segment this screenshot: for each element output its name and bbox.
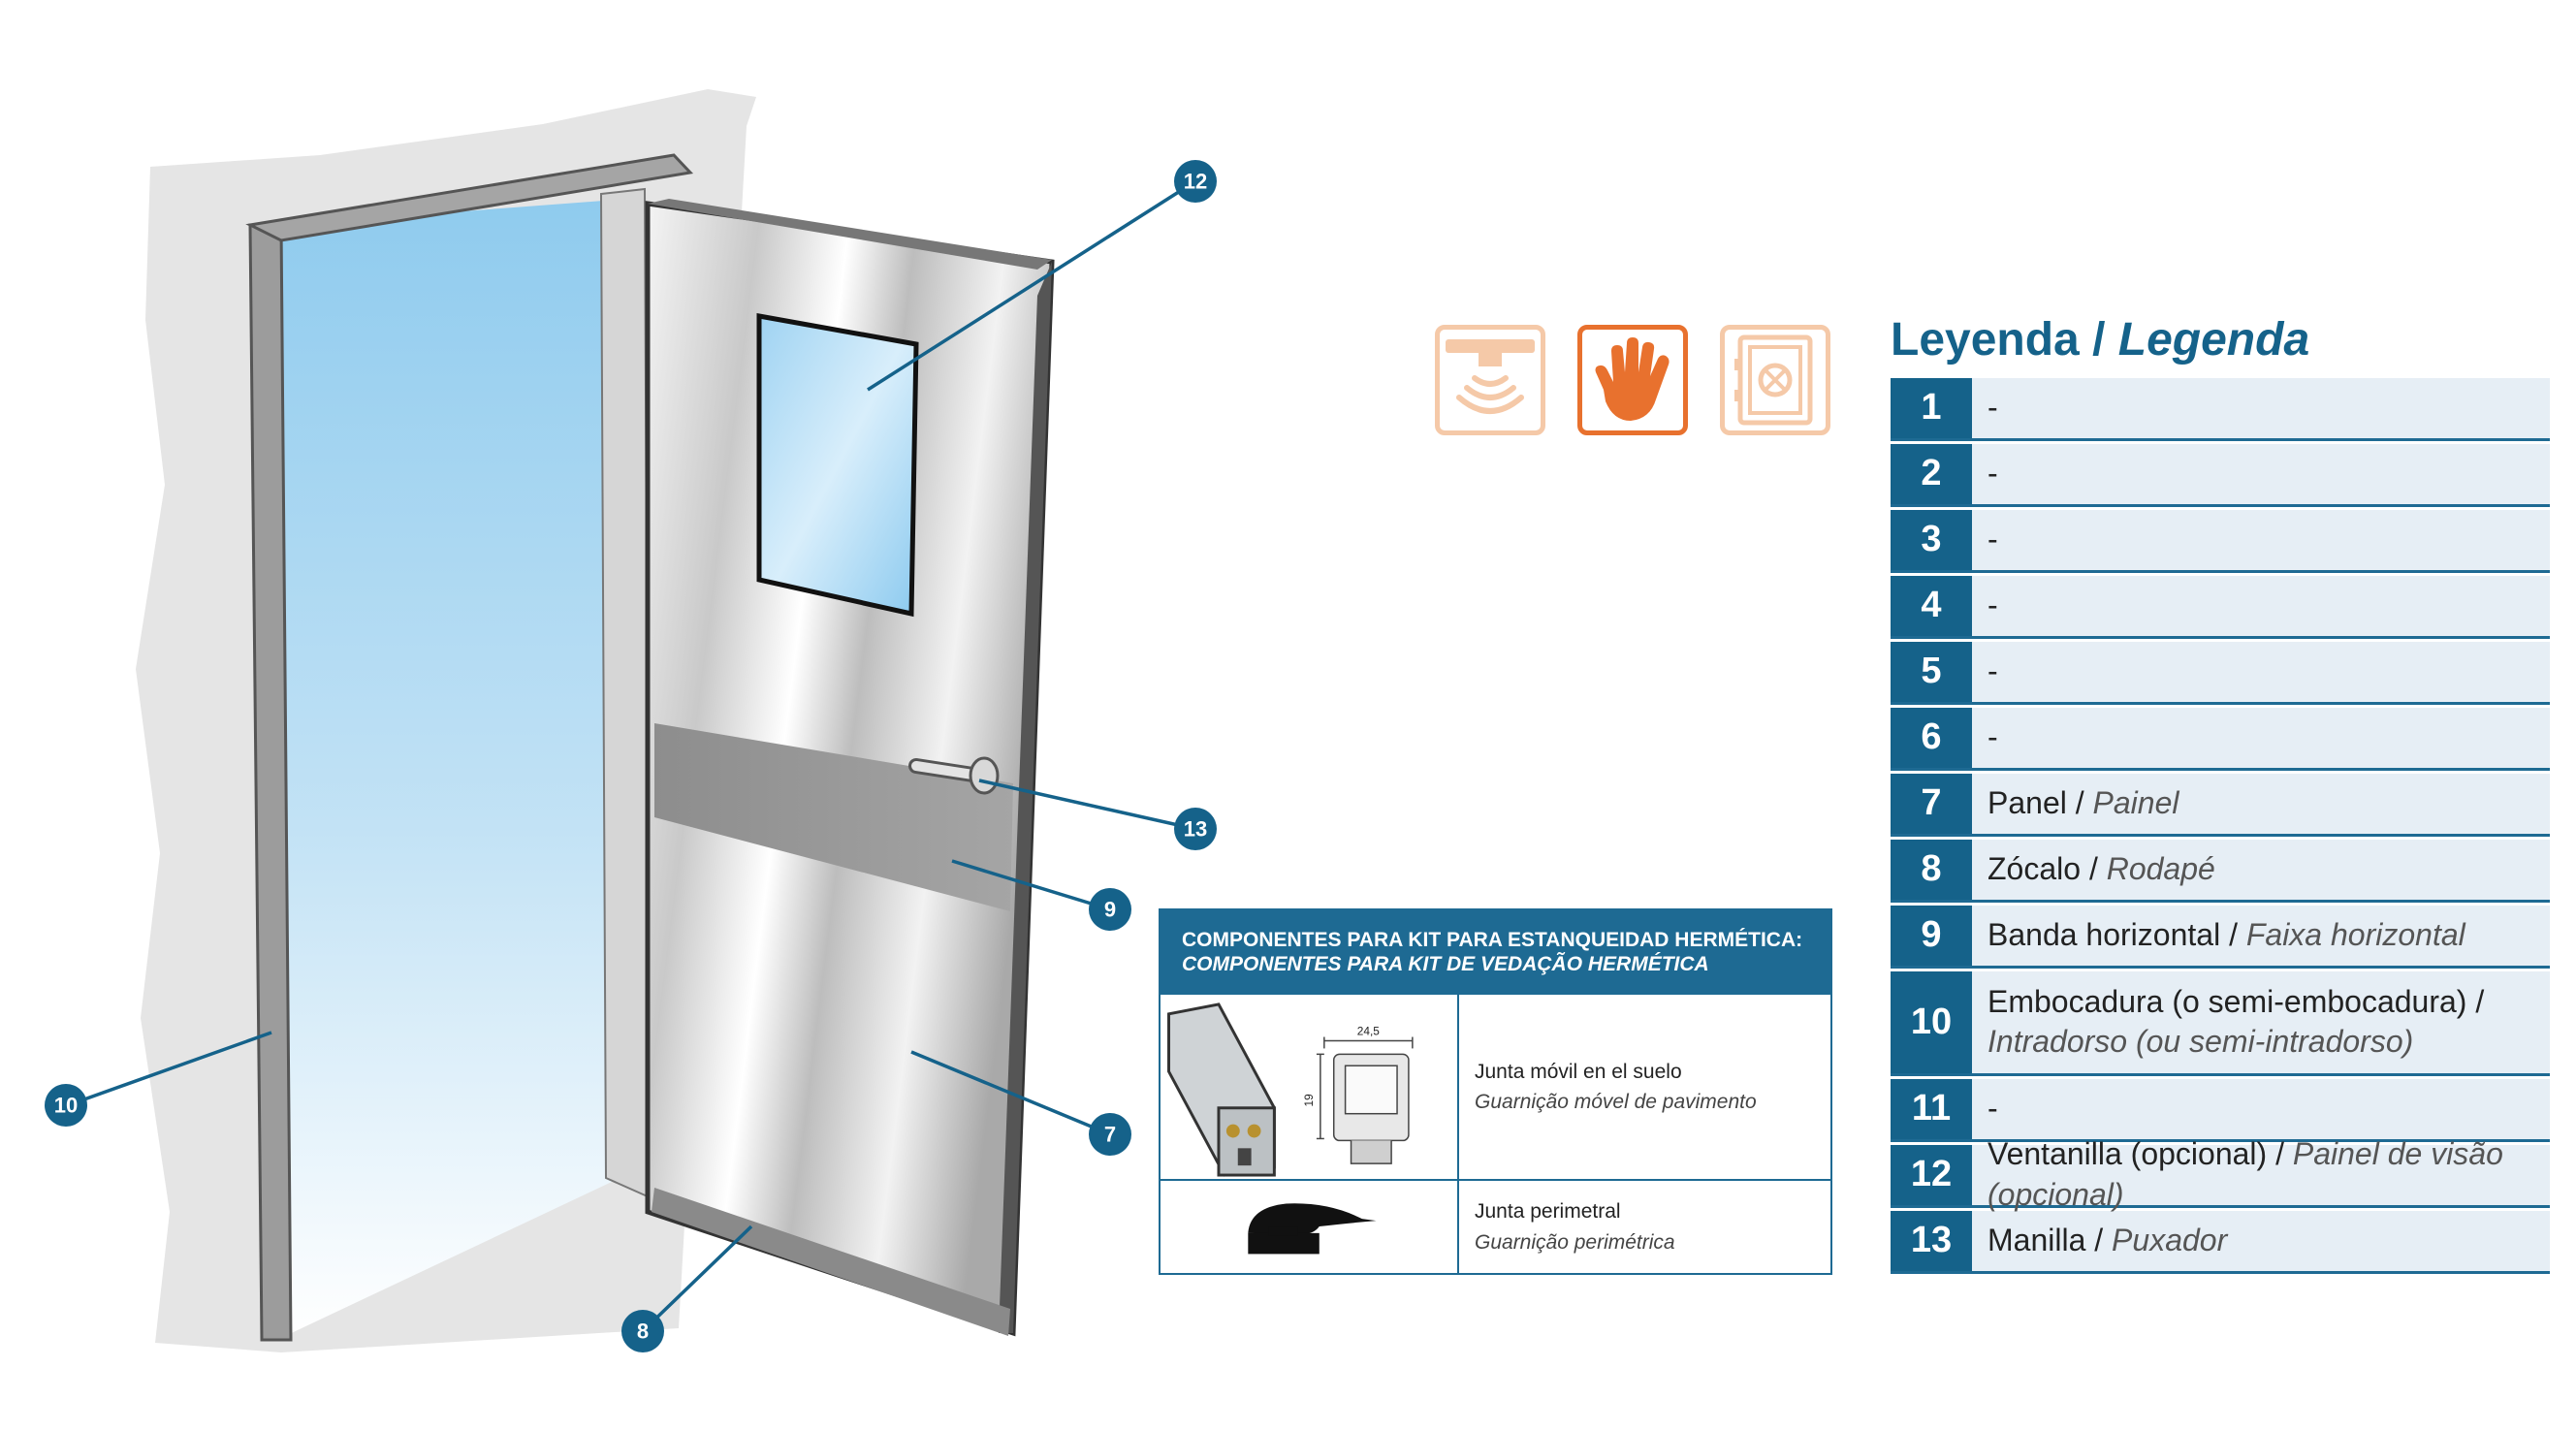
- legend-text-es: -: [1988, 1091, 1998, 1126]
- legend-row: 13 Manilla / Puxador: [1891, 1210, 2550, 1274]
- legend-number: 11: [1891, 1078, 1972, 1139]
- legend-row: 3 -: [1891, 509, 2550, 573]
- legend-text-es: -: [1988, 653, 1998, 688]
- callout-10: 10: [45, 1084, 87, 1127]
- legend-row: 7 Panel / Painel: [1891, 773, 2550, 837]
- svg-text:10: 10: [54, 1094, 78, 1118]
- legend-text-es: -: [1988, 719, 1998, 754]
- legend-row: 9 Banda horizontal / Faixa horizontal: [1891, 905, 2550, 969]
- kit-row-floor-seal: 24,5 19 Junta móvil en el suelo Guarniçã…: [1161, 993, 1830, 1179]
- svg-text:19: 19: [1302, 1094, 1316, 1107]
- callout-13: 13: [1174, 808, 1217, 850]
- floor-seal-label-es: Junta móvil en el suelo: [1475, 1060, 1682, 1083]
- legend-row: 6 -: [1891, 707, 2550, 771]
- legend-number: 6: [1891, 707, 1972, 768]
- kit-components-table: COMPONENTES PARA KIT PARA ESTANQUEIDAD H…: [1159, 908, 1832, 1275]
- floor-seal-image: 24,5 19: [1161, 995, 1459, 1179]
- legend-separator: /: [2081, 851, 2107, 886]
- legend-separator: /: [2220, 917, 2246, 952]
- door-edge: [999, 262, 1052, 1333]
- door-handle: [908, 756, 1000, 795]
- kit-header-pt: COMPONENTES PARA KIT DE VEDAÇÃO HERMÉTIC…: [1182, 953, 1709, 976]
- legend-number: 9: [1891, 905, 1972, 966]
- floor-seal-label-pt: Guarnição móvel de pavimento: [1475, 1091, 1757, 1113]
- legend-text-es: Embocadura (o semi-embocadura): [1988, 983, 2467, 1019]
- legend-text-pt: Painel de visão (opcional): [1988, 1136, 2503, 1212]
- callout-leaders: [67, 179, 1196, 1333]
- legend-text-pt: Puxador: [2112, 1223, 2228, 1257]
- frame-head: [245, 153, 694, 242]
- kit-header-es: COMPONENTES PARA KIT PARA ESTANQUEIDAD H…: [1182, 929, 1803, 951]
- kick-plate: [652, 1188, 1010, 1336]
- perimeter-seal-image: [1161, 1181, 1459, 1273]
- legend-row: 11 -: [1891, 1078, 2550, 1142]
- legend-row: 1 -: [1891, 377, 2550, 441]
- legend-text-pt: Rodapé: [2106, 851, 2215, 886]
- svg-text:13: 13: [1184, 817, 1207, 842]
- callout-8: 8: [621, 1310, 664, 1352]
- legend-number: 12: [1891, 1144, 1972, 1205]
- legend-row: 12 Ventanilla (opcional) / Painel de vis…: [1891, 1136, 2550, 1212]
- callout-7: 7: [1089, 1113, 1131, 1156]
- manual-hand-icon: [1577, 325, 1688, 435]
- legend-number: 7: [1891, 773, 1972, 834]
- legend-row: 4 -: [1891, 575, 2550, 639]
- legend-text-es: Zócalo: [1988, 851, 2082, 886]
- legend-text-pt: Faixa horizontal: [2245, 917, 2465, 952]
- legend-number: 1: [1891, 377, 1972, 438]
- kit-header: COMPONENTES PARA KIT PARA ESTANQUEIDAD H…: [1161, 910, 1830, 993]
- legend-number: 13: [1891, 1210, 1972, 1271]
- legend-text-es: Banda horizontal: [1988, 917, 2221, 952]
- legend-separator: /: [2085, 1223, 2113, 1257]
- legend-number: 8: [1891, 839, 1972, 900]
- legend-text-es: Ventanilla (opcional): [1988, 1136, 2268, 1172]
- legend-row: 8 Zócalo / Rodapé: [1891, 839, 2550, 903]
- legend: Leyenda / Legenda 1 - 2 - 3 - 4 - 5 - 6 …: [1891, 314, 2550, 1277]
- svg-text:9: 9: [1104, 898, 1116, 922]
- legend-text-es: -: [1988, 390, 1998, 425]
- legend-text-es: -: [1988, 588, 1998, 622]
- legend-title-pt: Legenda: [2117, 314, 2310, 366]
- legend-number: 10: [1891, 970, 1972, 1073]
- legend-text-es: -: [1988, 456, 1998, 491]
- perimeter-seal-label-es: Junta perimetral: [1475, 1200, 1621, 1223]
- legend-row: 2 -: [1891, 443, 2550, 507]
- legend-separator: /: [2066, 785, 2093, 820]
- door-edge-top: [648, 199, 1052, 270]
- legend-text-es: Panel: [1988, 785, 2067, 820]
- svg-text:8: 8: [637, 1320, 649, 1344]
- svg-text:12: 12: [1184, 170, 1207, 194]
- legend-text-es: Manilla: [1988, 1223, 2086, 1257]
- legend-number: 2: [1891, 443, 1972, 504]
- legend-number: 4: [1891, 575, 1972, 636]
- legend-row: 5 -: [1891, 641, 2550, 705]
- legend-title-es: Leyenda: [1891, 314, 2080, 366]
- legend-text-pt: Painel: [2092, 785, 2179, 820]
- perimeter-seal-label-pt: Guarnição perimétrica: [1475, 1230, 1675, 1254]
- door-opening: [281, 199, 630, 1338]
- sensor-icon: [1435, 325, 1545, 435]
- kit-row-perimeter-seal: Junta perimetral Guarnição perimétrica: [1161, 1179, 1830, 1273]
- legend-number: 3: [1891, 509, 1972, 570]
- lock-icon: [1720, 325, 1830, 435]
- vision-panel: [756, 313, 919, 618]
- legend-text-es: -: [1988, 522, 1998, 556]
- legend-title: Leyenda / Legenda: [1891, 314, 2550, 366]
- svg-text:24,5: 24,5: [1357, 1025, 1380, 1038]
- callout-12: 12: [1174, 160, 1217, 203]
- svg-text:7: 7: [1104, 1123, 1116, 1147]
- legend-text-pt: Intradorso (ou semi-intradorso): [1988, 1024, 2414, 1060]
- legend-number: 5: [1891, 641, 1972, 702]
- legend-separator: /: [2267, 1136, 2293, 1172]
- legend-title-separator: /: [2079, 314, 2118, 366]
- callout-9: 9: [1089, 888, 1131, 931]
- legend-row: 10 Embocadura (o semi-embocadura) /Intra…: [1891, 970, 2550, 1076]
- frame-right-jamb: [599, 187, 652, 1199]
